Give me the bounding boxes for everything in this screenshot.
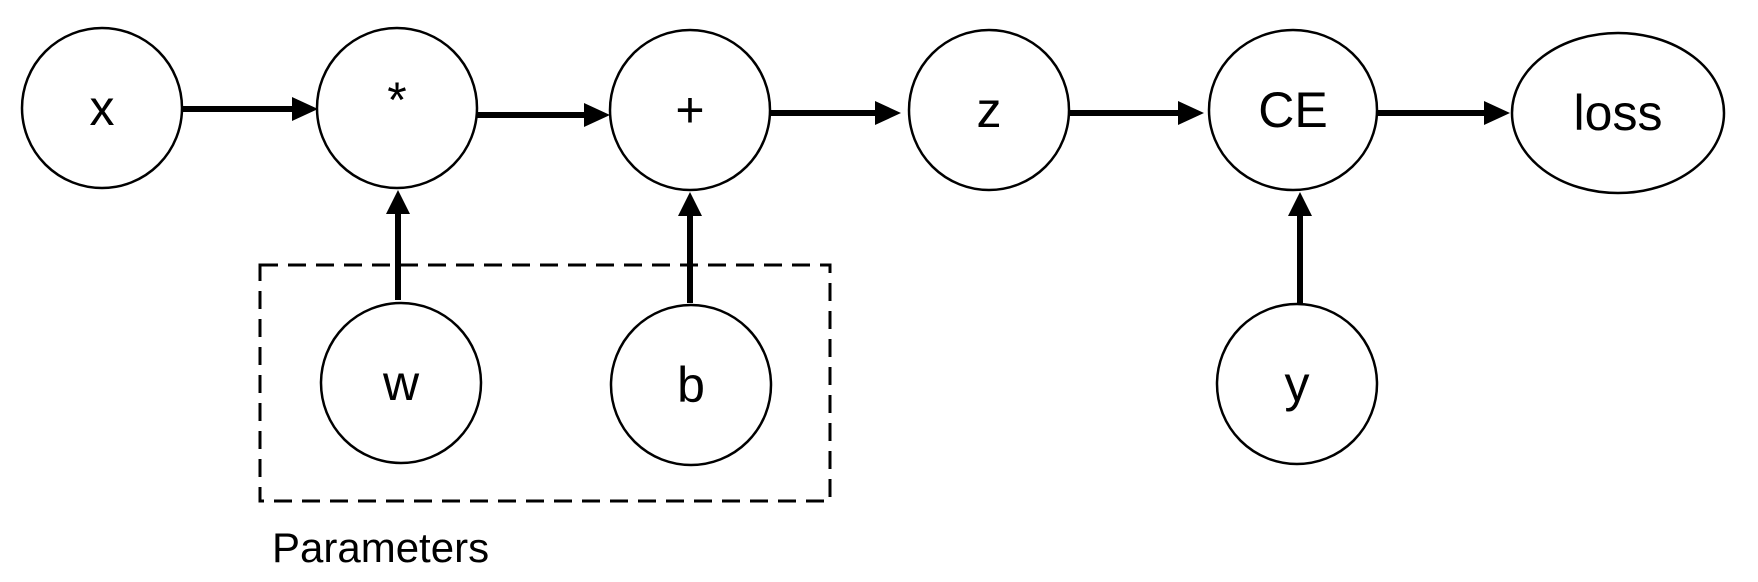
node-ce: CE (1207, 28, 1379, 192)
arrowhead-x-to-mul (292, 97, 318, 121)
node-multiply-label: * (387, 72, 406, 128)
node-loss: loss (1510, 31, 1726, 195)
arrowhead-y-to-ce (1288, 192, 1312, 216)
arrowhead-b-to-add (678, 192, 702, 216)
node-b: b (609, 303, 773, 467)
node-x: x (20, 26, 184, 190)
node-w-label: w (382, 355, 420, 411)
node-y-label: y (1285, 356, 1310, 412)
arrowhead-ce-to-loss (1484, 101, 1510, 125)
node-y: y (1215, 302, 1379, 466)
arrowhead-mul-to-add (584, 103, 610, 127)
parameters-group-box (258, 263, 832, 503)
node-z-label: z (977, 82, 1002, 138)
node-add-label: + (675, 82, 704, 138)
node-z: z (907, 28, 1071, 192)
node-multiply: * (315, 26, 479, 190)
node-b-label: b (677, 357, 705, 413)
node-loss-label: loss (1574, 85, 1663, 141)
node-x-label: x (90, 80, 115, 136)
node-add: + (608, 28, 772, 192)
node-w: w (319, 301, 483, 465)
node-ce-label: CE (1258, 82, 1327, 138)
arrowhead-w-to-mul (386, 190, 410, 214)
parameters-label: Parameters (272, 524, 489, 571)
arrowhead-add-to-z (875, 101, 901, 125)
arrowhead-z-to-ce (1178, 101, 1204, 125)
